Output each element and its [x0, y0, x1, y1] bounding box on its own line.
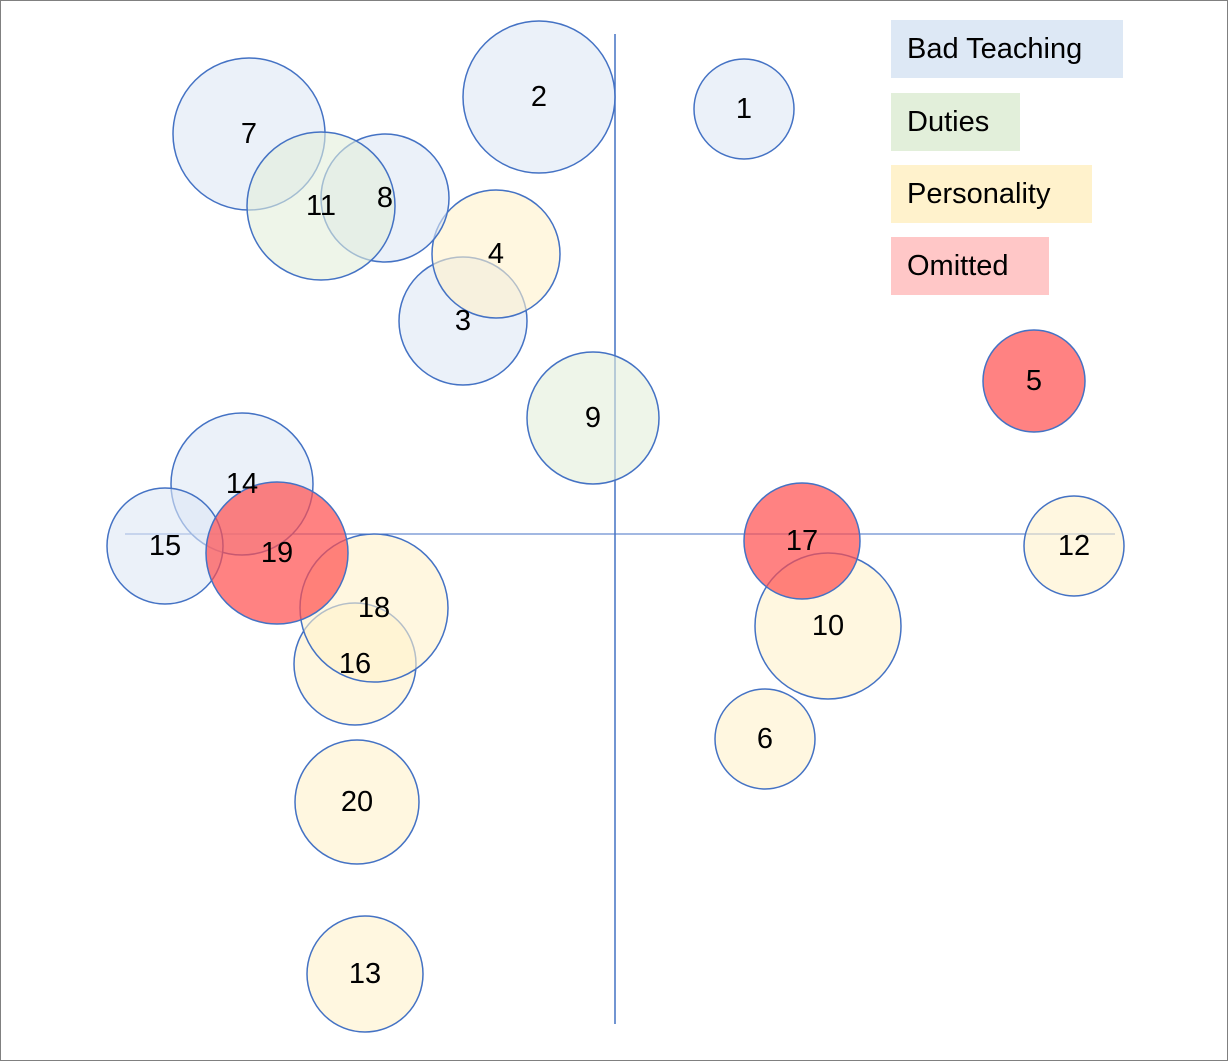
bubble-13 [306, 915, 424, 1033]
bubble-label-13: 13 [349, 958, 381, 990]
bubble-label-18: 18 [358, 592, 390, 624]
bubble-11 [246, 131, 396, 281]
bubble-label-11: 11 [306, 190, 336, 222]
bubble-label-1: 1 [736, 93, 752, 125]
bubble-label-15: 15 [149, 530, 181, 562]
bubble-label-20: 20 [341, 786, 373, 818]
bubble-4 [431, 189, 561, 319]
bubble-12 [1023, 495, 1125, 597]
bubble-19 [205, 481, 349, 625]
bubble-9 [526, 351, 660, 485]
bubble-20 [294, 739, 420, 865]
bubble-label-16: 16 [339, 648, 371, 680]
bubble-17 [743, 482, 861, 600]
legend-item-personality: Personality [891, 165, 1092, 223]
bubble-2 [462, 20, 616, 174]
bubble-label-14: 14 [226, 468, 258, 500]
legend-item-duties: Duties [891, 93, 1020, 151]
bubble-label-2: 2 [531, 81, 547, 113]
bubble-label-10: 10 [812, 610, 844, 642]
bubble-label-12: 12 [1058, 530, 1090, 562]
bubble-5 [982, 329, 1086, 433]
bubble-label-19: 19 [261, 537, 293, 569]
legend-item-bad-teaching: Bad Teaching [891, 20, 1123, 78]
bubble-label-3: 3 [455, 305, 471, 337]
bubble-label-6: 6 [757, 723, 773, 755]
legend-item-omitted: Omitted [891, 237, 1049, 295]
bubble-label-5: 5 [1026, 365, 1042, 397]
bubble-label-17: 17 [786, 525, 818, 557]
bubble-1 [693, 58, 795, 160]
bubbles [106, 20, 1125, 1033]
bubble-label-9: 9 [585, 402, 601, 434]
bubble-label-4: 4 [488, 238, 504, 270]
bubble-label-8: 8 [377, 182, 393, 214]
bubble-6 [714, 688, 816, 790]
bubble-label-7: 7 [241, 118, 257, 150]
